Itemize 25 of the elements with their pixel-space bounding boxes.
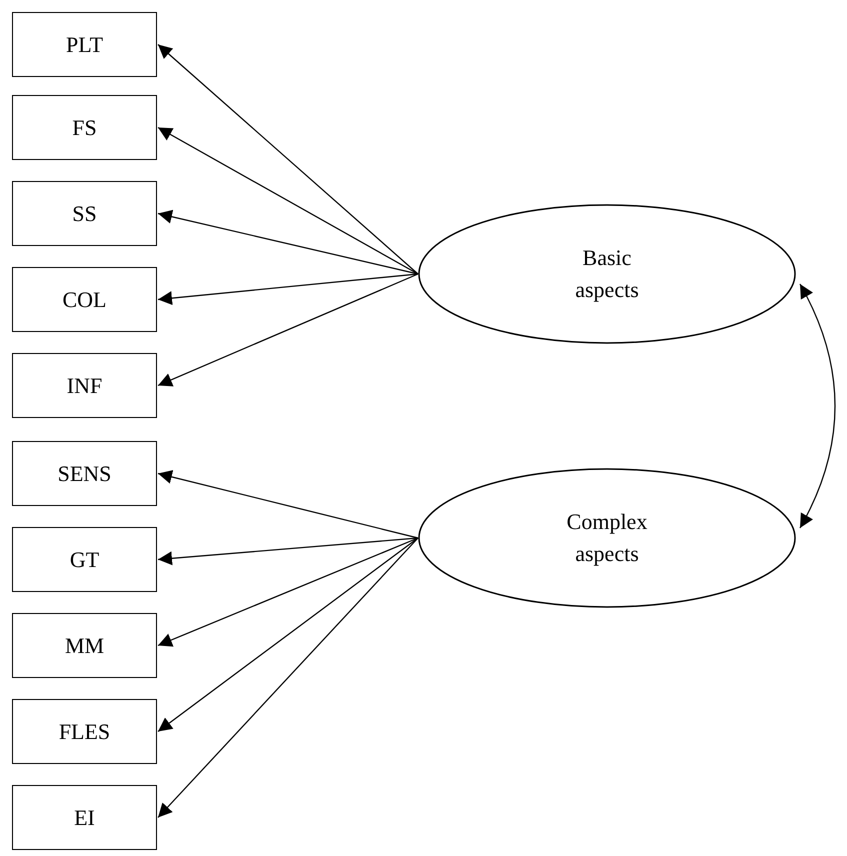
indicator-box: SENS — [12, 441, 157, 506]
arrow — [158, 273, 418, 306]
latent-ellipse — [418, 204, 796, 344]
arrow — [158, 44, 418, 274]
arrow — [158, 537, 418, 647]
node-label: Complex aspects — [566, 508, 648, 568]
arrow — [158, 537, 418, 566]
node-label: Basic aspects — [574, 244, 640, 304]
indicator-box: SS — [12, 181, 157, 246]
indicator-box: FLES — [12, 699, 157, 764]
covariance-arrow — [799, 284, 836, 528]
indicator-box: MM — [12, 613, 157, 678]
arrow — [158, 273, 418, 386]
indicator-box: GT — [12, 527, 157, 592]
arrow — [158, 126, 418, 275]
indicator-box: INF — [12, 353, 157, 418]
indicator-box: COL — [12, 267, 157, 332]
indicator-box: FS — [12, 95, 157, 160]
arrow — [158, 538, 418, 818]
arrow — [158, 210, 418, 275]
arrow — [158, 470, 418, 539]
indicator-box: EI — [12, 785, 157, 850]
indicator-box: PLT — [12, 12, 157, 77]
arrow — [158, 538, 418, 732]
latent-ellipse — [418, 468, 796, 608]
